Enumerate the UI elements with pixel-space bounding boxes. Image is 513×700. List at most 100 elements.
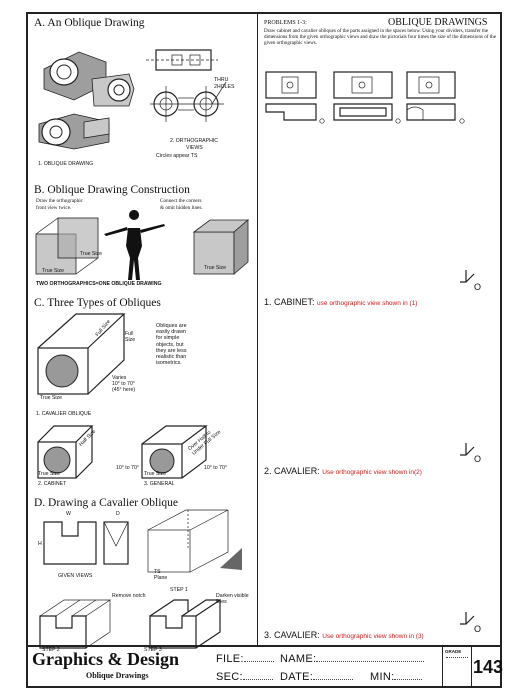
label-ortho-num: 2. ORTHOGRAPHIC: [170, 138, 219, 144]
section-b-right-note-1: Connect the corners: [160, 198, 202, 204]
oblique-note-line: Obliques are: [156, 323, 187, 329]
remove-notch-label: Remove notch: [112, 593, 146, 599]
problem-3-heading: 3. CAVALIER: Use orthographic view shown…: [264, 630, 424, 640]
given-ortho-view-1: [265, 71, 325, 124]
dim-w: W: [66, 511, 71, 517]
oblique-note-line: for simple: [156, 335, 180, 342]
oblique-note: Obliques are easily drawn for simple obj…: [156, 323, 187, 366]
date-blank[interactable]: [313, 669, 354, 680]
sec-blank[interactable]: [242, 669, 273, 680]
grade-box[interactable]: GRADE: [442, 647, 472, 686]
problems-label: PROBLEMS 1-3:: [264, 20, 307, 26]
ts-plane-label: TS Plane: [154, 569, 168, 581]
problem-3-label: 3. CAVALIER:: [264, 630, 320, 640]
true-size-general: True Size: [144, 471, 167, 477]
grade-label: GRADE: [445, 649, 462, 654]
step1-label: STEP 1: [170, 587, 188, 593]
cabinet-caption: 2. CABINET: [38, 481, 67, 487]
oblique-note-line: realistic than: [156, 354, 187, 361]
min-label: MIN:: [370, 671, 395, 683]
darken-label: Darken visible lines: [216, 593, 249, 605]
problem-2-heading: 2. CAVALIER: Use orthographic view shown…: [264, 466, 422, 476]
problem-1-label: 1. CABINET:: [264, 297, 315, 307]
problem-3-note: Use orthographic view shown in (3): [322, 633, 424, 640]
title-block: Graphics & Design Oblique Drawings FILE:…: [28, 645, 504, 688]
given-ortho-view-3: [406, 71, 465, 124]
page-number: 143: [473, 657, 504, 677]
orthographic-views-drawing: [146, 49, 227, 122]
footer-title: Graphics & Design: [32, 649, 180, 669]
grade-blank[interactable]: [446, 657, 468, 684]
sec-label: SEC:: [216, 671, 243, 683]
true-size-label-1: True Size: [80, 251, 103, 257]
varies-label: Varies: [112, 375, 127, 381]
origin-label-1: O: [474, 282, 482, 292]
worksheet-frame: A. An Oblique Drawing THRU 2HOLES 2. ORT…: [26, 12, 504, 688]
oblique-note-line: isometrics.: [156, 360, 182, 367]
problem-1-heading: 1. CABINET: use orthographic view shown …: [264, 297, 417, 307]
section-b-caption: TWO ORTHOGRAPHICS=ONE OBLIQUE DRAWING: [36, 281, 162, 287]
true-size-cavalier: True Size: [40, 395, 63, 401]
oblique-note-line: they are less: [156, 347, 187, 354]
file-blank[interactable]: [243, 651, 274, 662]
date-label: DATE:: [280, 671, 314, 683]
origin-mark-3: [460, 612, 475, 625]
dim-d: D: [116, 511, 120, 517]
cavalier-caption: 1. CAVALIER OBLIQUE: [36, 411, 92, 417]
label-oblique-drawing: 1. OBLIQUE DRAWING: [38, 161, 94, 167]
section-d-title: D. Drawing a Cavalier Oblique: [34, 497, 179, 509]
section-b-title: B. Oblique Drawing Construction: [34, 184, 190, 196]
section-b-left-note-1: Draw the orthographic: [36, 198, 83, 204]
dim-h: H: [38, 541, 42, 547]
column-divider: [257, 14, 258, 645]
footer-subtitle: Oblique Drawings: [86, 671, 149, 680]
origin-mark-2: [460, 443, 475, 456]
given-views-label: GIVEN VIEWS: [58, 573, 93, 579]
varies-here: (45° here): [112, 387, 136, 393]
origin-label-2: O: [474, 454, 482, 464]
true-size-label-2: True Size: [42, 268, 65, 274]
sec-field[interactable]: SEC:: [216, 669, 273, 683]
problems-instructions: Draw cabinet and cavalier obliques of th…: [264, 28, 496, 47]
origin-label-3: O: [474, 624, 482, 634]
section-c-title: C. Three Types of Obliques: [34, 297, 161, 309]
true-size-cabinet: True Size: [38, 471, 61, 477]
cabinet-cube-drawing: [37, 425, 94, 479]
label-ortho-views: VIEWS: [186, 145, 203, 151]
construction-drawing: [35, 210, 250, 280]
date-field[interactable]: DATE:: [280, 669, 354, 683]
step1-drawing: [147, 509, 242, 573]
name-field[interactable]: NAME:: [280, 651, 425, 665]
step3-label: STEP 3: [144, 647, 162, 653]
problems-heading: OBLIQUE DRAWINGS: [388, 17, 488, 28]
section-b-right-note-2: & omit hidden lines.: [160, 205, 203, 211]
problem-2-label: 2. CAVALIER:: [264, 466, 320, 476]
given-ortho-view-2: [333, 71, 401, 124]
problem-2-note: Use orthographic view shown in(2): [322, 469, 422, 476]
true-size-label-3: True Size: [204, 265, 227, 271]
min-blank[interactable]: [394, 669, 423, 680]
name-blank[interactable]: [316, 651, 425, 662]
min-field[interactable]: MIN:: [370, 669, 423, 683]
cabinet-angle: 10° to 70°: [116, 465, 139, 471]
oblique-note-line: objects, but: [156, 341, 184, 348]
step2-label: STEP 2: [42, 647, 60, 653]
label-holes: 2HOLES: [214, 84, 235, 90]
label-thru: THRU: [214, 77, 229, 83]
general-angle: 10° to 70°: [204, 465, 227, 471]
given-views-drawing: [43, 521, 129, 565]
section-a-title: A. An Oblique Drawing: [34, 17, 145, 29]
general-caption: 3. GENERAL: [144, 481, 175, 487]
file-field[interactable]: FILE:: [216, 651, 274, 665]
section-b-left-note-2: front view twice.: [36, 205, 72, 211]
step2-drawing: [39, 599, 112, 649]
origin-mark-1: [460, 270, 475, 283]
cavalier-cube-drawing: [37, 313, 126, 395]
step3-drawing: [149, 598, 221, 649]
varies-range: 10° to 70°: [112, 381, 135, 387]
oblique-part-drawing: [38, 51, 135, 150]
general-cube-drawing: [141, 425, 208, 479]
problem-1-note: use orthographic view shown in (1): [317, 300, 418, 307]
full-size-vertical: Full Size: [125, 331, 136, 343]
oblique-note-line: easily drawn: [156, 329, 186, 336]
